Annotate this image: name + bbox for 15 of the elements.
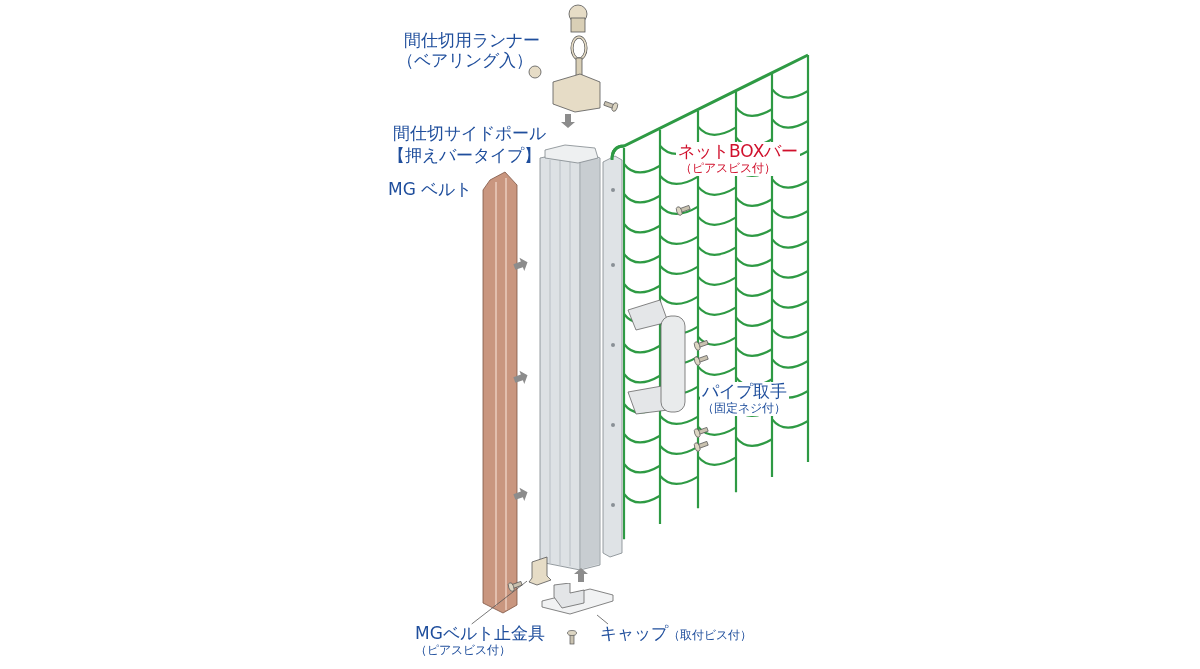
- leader-line: [471, 580, 528, 625]
- part-name: 【押えバータイプ】: [388, 146, 541, 166]
- belt-bracket-drawing: [527, 556, 553, 586]
- pole-cap-drawing: [540, 583, 615, 615]
- part-name: ネットBOXバー: [676, 142, 801, 162]
- part-name: キャップ: [600, 624, 668, 644]
- part-note: （ピアスビス付）: [415, 643, 511, 658]
- part-name: 間仕切サイドポール: [393, 124, 546, 144]
- leader-line: [596, 614, 609, 625]
- part-name: パイプ取手: [700, 382, 789, 402]
- part-name: 間仕切用ランナー: [404, 31, 540, 51]
- part-note: （取付ビス付）: [668, 629, 752, 643]
- part-name: MGベルト止金具: [415, 624, 545, 644]
- part-name: MG ベルト: [388, 180, 473, 200]
- part-name: （ベアリング入）: [397, 51, 533, 71]
